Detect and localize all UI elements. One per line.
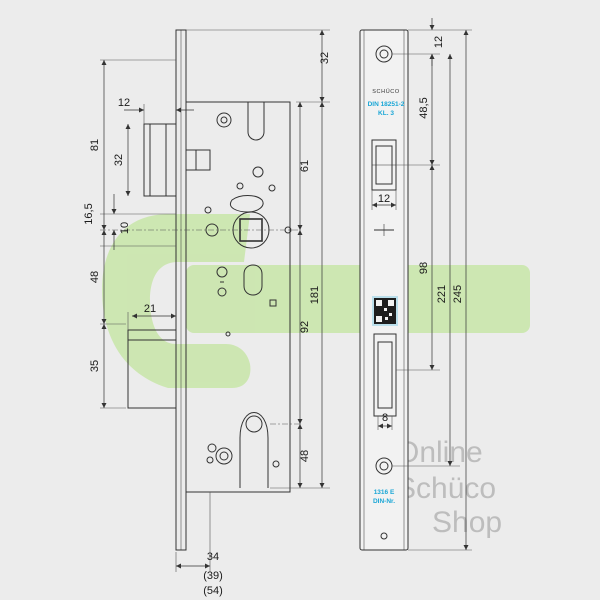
faceplate-dimension-texts: 12 48,5 12 98 221 245 8 [378,36,464,424]
standard-marking: DIN 18251-2 [368,101,405,108]
dim-12-latch: 12 [118,97,130,109]
dim-48-5: 48,5 [418,97,430,118]
brand-marking: SCHÜCO [372,88,400,95]
dim-35: 35 [89,360,101,372]
class-marking: KL. 3 [378,110,394,117]
dim-backset-34: 34 [207,551,219,563]
dim-16-5: 16,5 [83,203,95,224]
dim-21: 21 [144,303,156,315]
dim-98: 98 [418,262,430,274]
dim-backset-39: (39) [203,570,223,582]
dim-12-top-faceplate: 12 [433,36,445,48]
watermark: Online Schüco Shop [396,436,502,539]
side-view-dimension-lines [101,30,325,569]
dim-92: 92 [299,321,311,333]
faceplate-dimension-lines [372,18,469,550]
faceplate-markings: SCHÜCO DIN 18251-2 KL. 3 1316 E DIN-Nr. [368,88,405,505]
dim-48-left: 48 [89,271,101,283]
dim-8: 8 [382,412,388,424]
dim-61: 61 [299,160,311,172]
lock-side-view [127,29,292,551]
dim-32-latch: 32 [113,154,125,166]
watermark-line-2: Schüco [396,472,496,505]
schuco-logo-mark [102,214,530,388]
faceplate-front-view [359,29,409,551]
dim-245: 245 [452,285,464,303]
dim-backset-54: (54) [203,585,223,597]
watermark-line-1: Online [396,436,483,469]
din-nr-marking: DIN-Nr. [373,498,395,505]
dim-32-top: 32 [319,52,331,64]
qr-label [372,296,398,326]
code-marking: 1316 E [374,489,395,496]
dim-181: 181 [309,286,321,304]
side-view-dimension-texts: 32 81 12 32 61 16,5 10 48 181 21 92 35 4… [83,52,331,597]
dim-221: 221 [436,285,448,303]
dim-10: 10 [119,222,131,234]
dim-12-width: 12 [378,193,390,205]
dim-48-bottom: 48 [299,450,311,462]
dim-81: 81 [89,139,101,151]
watermark-line-3: Shop [432,506,502,539]
